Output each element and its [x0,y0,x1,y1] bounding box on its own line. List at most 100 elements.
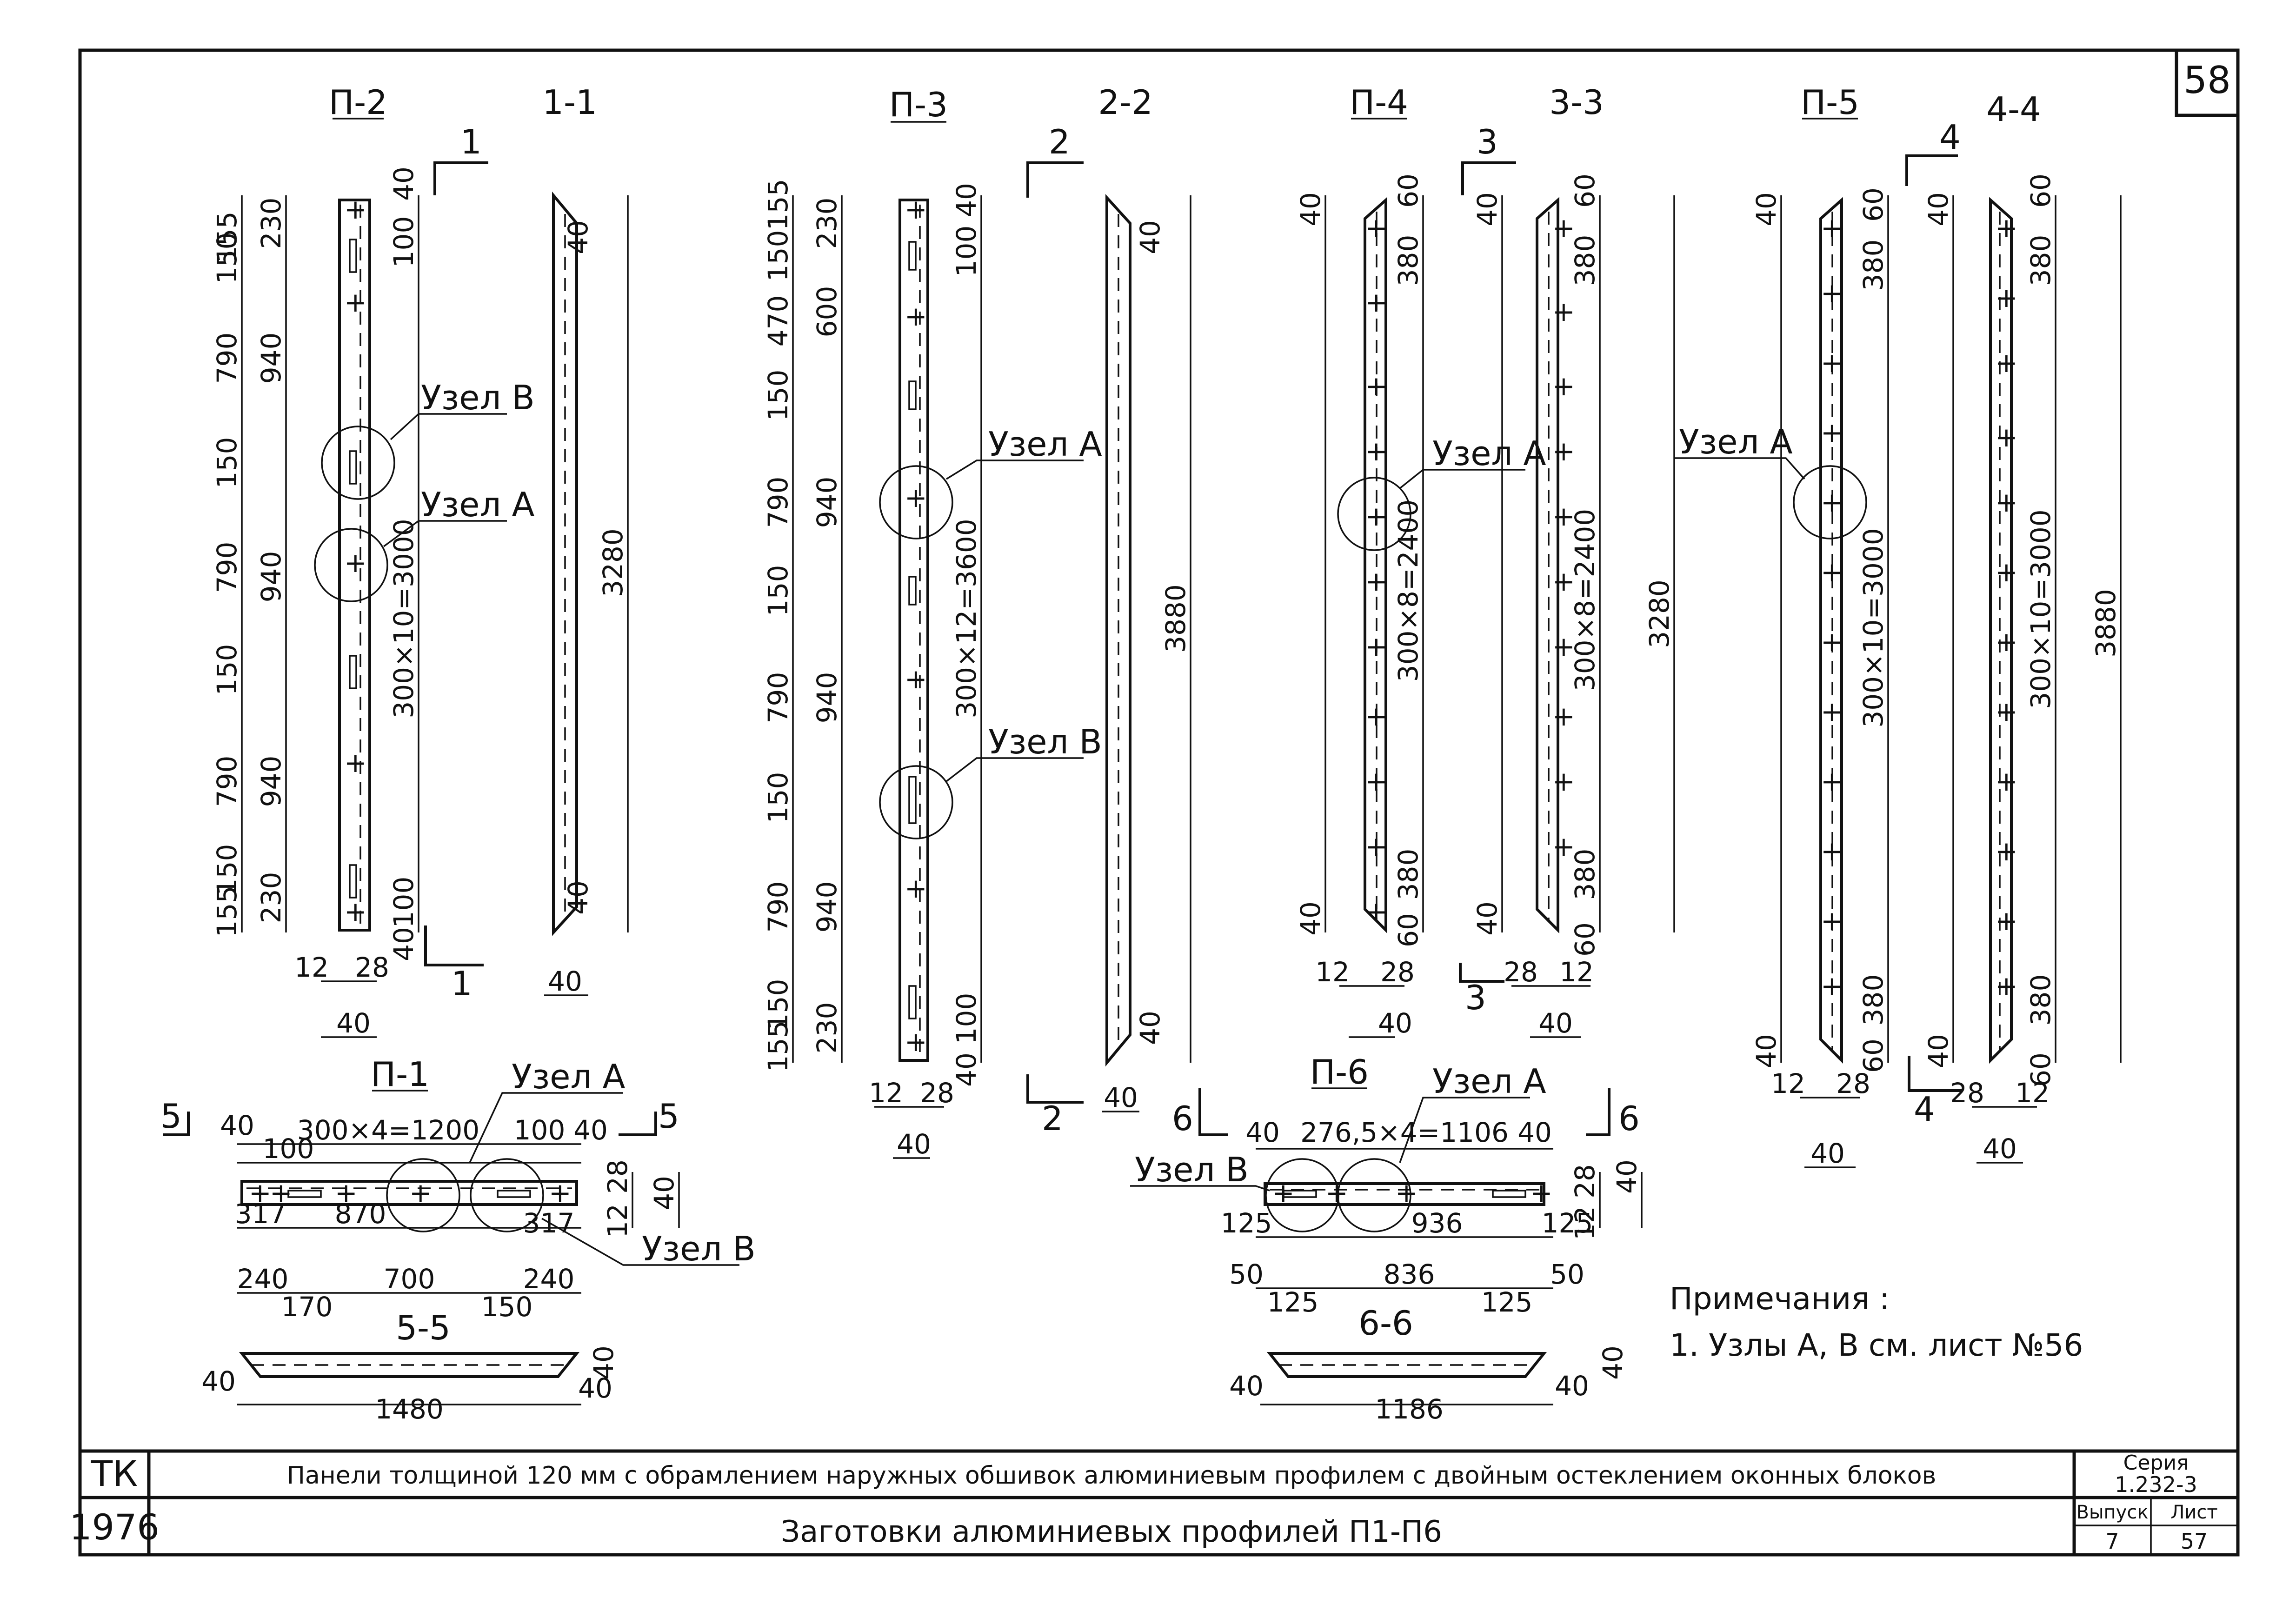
p1-dim-right: 40 [648,1176,680,1210]
p3-dim-left: 790 [762,672,794,724]
sheet-title: Панели толщиной 120 мм с обрамлением нар… [287,1462,1937,1490]
p3-mark: П-3 [889,85,948,124]
svg-text:+: + [1995,556,2018,588]
p5-dim-left: 40 [1750,192,1782,226]
p6-dim-top: 276,5×4=1106 [1300,1117,1509,1148]
svg-text:+: + [1365,896,1388,927]
p3-dim-right: 100 [951,993,982,1045]
p5-section-title: 4-4 [1986,90,2041,129]
notes-title: Примечания : [1670,1281,1890,1317]
p6-section-dim: 40 [1597,1345,1629,1380]
p4-dim-right: 60 [1392,913,1424,947]
sheet-subtitle: Заготовки алюминиевых профилей П1-П6 [781,1515,1442,1549]
p4-dim-bottom: 40 [1378,1007,1412,1039]
p3-section-dim: 40 [1134,1011,1166,1045]
svg-text:+: + [1821,277,1843,309]
view-p2: П-2 1-1 1 1 ++ ++ + Узел В Узел А 155 23… [211,83,629,1039]
p2-node-b-label: Узел В [421,378,535,417]
svg-text:+: + [905,872,927,904]
svg-text:+: + [1821,766,1843,797]
p5-node-a-label: Узел А [1679,422,1793,461]
p2-section-title: 1-1 [542,83,597,122]
p3-dim-left: 600 [811,286,843,338]
svg-text:+: + [1995,626,2018,658]
p1-section-shape [239,1352,580,1378]
p1-cut-left: 5 [160,1097,182,1136]
svg-text:+: + [335,1177,358,1209]
p1-section-dim: 40 [578,1372,612,1404]
p2-section-shape [552,191,578,936]
p2-dim-left: 790 [211,542,243,593]
svg-text:+: + [1530,1177,1553,1209]
svg-text:+: + [1365,831,1388,862]
title-block: ТК 1976 Панели толщиной 120 мм с обрамле… [69,1449,2238,1555]
svg-text:+: + [1995,696,2018,727]
p1-dim-bottom: 317 [235,1198,286,1230]
p6-dim-bottom: 50 [1550,1258,1584,1290]
svg-text:+: + [1995,486,2018,518]
p2-dim-left: 150 [211,437,243,489]
p5-section-dim: 380 [2025,974,2056,1026]
p6-dim-bottom: 936 [1411,1207,1463,1239]
p2-dim-right: 40 [388,927,419,961]
svg-text:+: + [549,1177,572,1209]
p4-section-dim: 60 [1569,173,1601,208]
p2-node-b-circle [321,426,395,500]
svg-text:+: + [1995,421,2018,453]
svg-text:+: + [344,896,367,927]
p5-dim-bottom: 40 [1810,1138,1845,1169]
p6-node-a-label: Узел А [1432,1062,1546,1101]
p4-dim-left: 40 [1295,901,1326,936]
p1-section-dim: 40 [201,1365,236,1397]
p1-node-a-label: Узел А [512,1057,626,1096]
p6-cut-left: 6 [1172,1099,1193,1138]
p4-cut-bottom: 3 [1465,978,1486,1017]
svg-text:+: + [1552,831,1575,862]
note-item: 1. Узлы А, В см. лист №56 [1670,1327,2083,1363]
p1-mark: П-1 [371,1055,429,1094]
svg-text:+: + [1552,370,1575,402]
p6-dim-bottom: 50 [1229,1258,1264,1290]
p5-cut-top: 4 [1939,118,1961,157]
view-p5: П-5 4-4 4 4 ++ ++ ++ ++ ++ ++ Узел А 40 … [1674,83,2122,1169]
p4-section-dim: 300×8=2400 [1569,509,1601,691]
svg-text:+: + [1995,766,2018,797]
p2-dim-left: 230 [255,872,287,924]
p4-section-dim: 40 [1471,901,1503,936]
p3-profile-bar [898,199,929,1062]
p4-dim-left: 40 [1295,192,1326,226]
p2-dim-bottom: 40 [336,1007,371,1039]
p4-dim-right: 380 [1392,849,1424,900]
p1-dim-top: 100 [514,1114,566,1146]
svg-text:+: + [249,1177,272,1209]
p5-dim-right: 300×10=3000 [1857,528,1889,727]
p2-cut-top: 1 [460,122,482,161]
p4-section-dim: 60 [1569,922,1601,957]
p3-dim-left: 940 [811,672,843,724]
p1-dim-top: 300×4=1200 [297,1114,479,1146]
p5-section-dim: 40 [1923,192,1954,226]
svg-text:+: + [1365,631,1388,662]
p2-dim-left: 155 [211,886,243,938]
sheet-frame [78,48,2240,1557]
p5-dim-right: 380 [1857,974,1889,1026]
p5-section-dim: 40 [1983,1133,2017,1165]
p5-section-dim: 40 [1923,1034,1954,1068]
p1-dim-top: 40 [573,1114,608,1146]
p2-dim-left: 940 [255,551,287,603]
sheet-value: 57 [2181,1529,2208,1554]
p5-dim-right: 380 [1857,240,1889,291]
p1-dim-bottom: 170 [281,1291,333,1323]
svg-text:+: + [1365,766,1388,797]
p1-dim-bottom: 700 [384,1263,435,1295]
p3-cut-bottom: 2 [1042,1099,1063,1138]
p5-dim-left: 40 [1750,1034,1782,1068]
p3-dim-left: 155 [762,1021,794,1072]
issue-value: 7 [2105,1529,2119,1554]
p2-profile-bar [338,199,371,932]
svg-text:+: + [1821,905,1843,937]
p5-section-dim: 12 [2015,1077,2050,1109]
p1-dim-top: 100 [263,1133,314,1165]
p6-dim-right: 28 [1569,1164,1601,1198]
